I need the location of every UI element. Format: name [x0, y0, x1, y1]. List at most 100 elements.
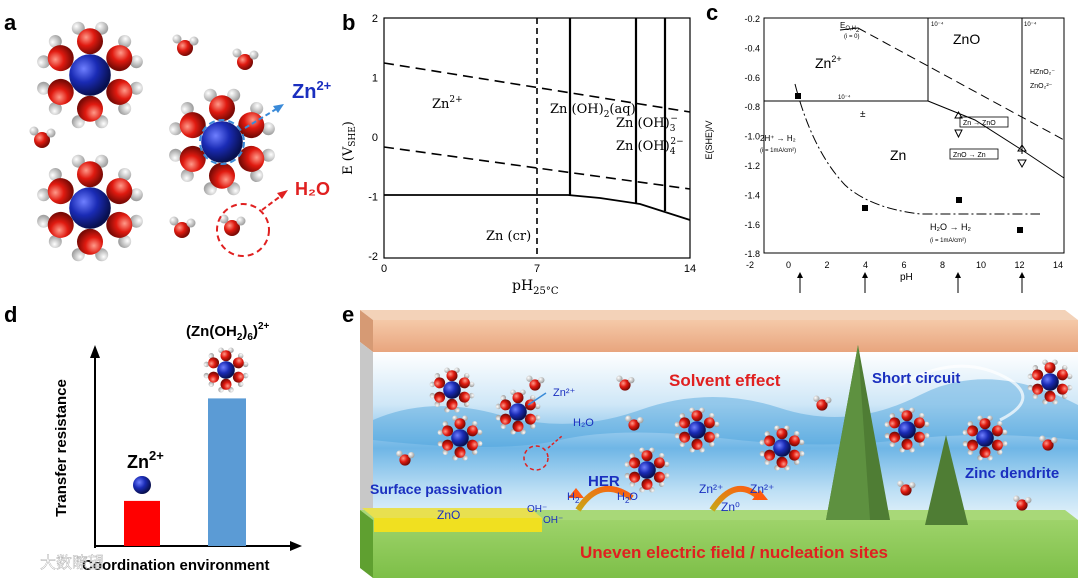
region-label: Zn2+	[815, 54, 842, 71]
annotation: H₂O → H₂	[930, 222, 971, 232]
region-label: Zn	[890, 147, 906, 163]
data-marker	[954, 129, 963, 139]
pourbaix-plot-frame	[763, 17, 1065, 254]
oh-label: OH⁻	[543, 515, 563, 526]
watermark-text: 大数瞭望	[40, 554, 104, 572]
data-marker	[795, 93, 801, 99]
tick-label: 2	[824, 260, 829, 270]
oxygen-line	[857, 27, 1065, 141]
tick-label: -0.2	[744, 14, 760, 24]
deposition-arrow	[709, 486, 763, 512]
panel-c: c -0.2-0.4-0.6-0.8-1.0-1.2-1.4-1.6-1.8 -…	[704, 0, 1065, 293]
zinc-dendrite-tall-face	[826, 345, 870, 520]
tick-label: 0	[372, 132, 378, 144]
zn-pointer-arrow	[244, 107, 279, 129]
tick-label: 14	[684, 263, 696, 275]
oh-label: OH⁻	[527, 504, 547, 515]
panel-label-b: b	[342, 10, 355, 35]
annotation: 10⁻⁴	[838, 94, 851, 101]
panel-label-c: c	[706, 0, 718, 25]
region-label: Zn (OH)42−	[616, 137, 684, 157]
water-swirl	[899, 364, 1025, 422]
data-marker	[954, 111, 963, 119]
uneven-field-label: Uneven electric field / nucleation sites	[580, 543, 888, 562]
her-label: HER	[588, 473, 620, 490]
zn-ion-label: Zn2+	[292, 78, 332, 103]
data-marker	[1017, 227, 1023, 233]
tick-label: 10	[976, 260, 986, 270]
data-marker	[862, 205, 868, 211]
panel-b: b 210-1-2 0 7 14 E (VSHE) pH25°C Zn2+ Zn (…	[341, 10, 696, 297]
panel-label-d: d	[4, 302, 17, 327]
x-axis-label: pH	[900, 272, 913, 283]
panel-a: a Zn2+ H₂O	[4, 10, 332, 264]
panel-label-e: e	[342, 302, 354, 327]
tick-label: -0.8	[744, 102, 760, 112]
tick-label: -1.8	[744, 249, 760, 259]
zno-label: ZnO	[437, 508, 460, 522]
tick-label: 8	[940, 260, 945, 270]
annotation: 10⁻⁴	[931, 21, 944, 28]
tick-label: -2	[368, 251, 378, 263]
region-label: ZnO	[953, 31, 980, 47]
region-label: Zn (OH)2(aq)	[550, 102, 636, 120]
zn-boundary-line	[384, 194, 691, 221]
panel-label-a: a	[4, 10, 17, 35]
panel-d: d Transfer resistance Coordination envir…	[4, 302, 302, 574]
zinc-anode-side	[360, 510, 373, 578]
separator-side	[360, 310, 373, 352]
annotation: (i = 1mA/cm²)	[930, 238, 966, 244]
annotation: (i = 0)	[844, 34, 860, 40]
y-axis-label: E(SHE)/V	[704, 120, 714, 159]
solvent-effect-label: Solvent effect	[669, 371, 781, 390]
tick-label: -2	[746, 260, 754, 270]
leader-line	[839, 27, 859, 31]
region-label: Zn2+	[432, 95, 463, 112]
watermark: 大数瞭望	[8, 553, 104, 572]
hydrogen-evolution-curve	[794, 83, 1040, 215]
arrowhead-icon	[273, 104, 284, 113]
zno-layer-top	[362, 508, 542, 518]
tick-label: 6	[901, 260, 906, 270]
h2o-label: H₂O	[295, 179, 330, 199]
bar1-label: Zn2+	[127, 448, 164, 472]
hydrated-zn-cluster	[201, 346, 251, 394]
h2o-product-label: H2O	[617, 491, 638, 505]
annotation: ZnO → Zn	[953, 152, 986, 159]
data-marker	[1017, 159, 1027, 169]
bar2-label: (Zn(OH2)6)2+	[186, 321, 270, 343]
x-tick-labels: 0 7 14	[381, 263, 696, 275]
data-marker: ±	[860, 109, 866, 120]
annotation: 2H⁺ → H₂	[760, 134, 796, 143]
water-molecule	[168, 215, 197, 240]
h2o-pointer-arrow	[547, 435, 563, 449]
h2o-highlight-ring	[216, 203, 270, 257]
zn0-label: Zn⁰	[721, 500, 740, 514]
zn-float-label: Zn²⁺	[553, 387, 576, 399]
tick-label: -1.6	[744, 220, 760, 230]
arrowhead-icon	[752, 490, 768, 500]
short-circuit-label: Short circuit	[872, 370, 960, 387]
data-marker	[956, 197, 962, 203]
tick-label: 7	[534, 263, 540, 275]
arrowhead-icon	[568, 488, 584, 498]
her-arrow	[575, 486, 634, 512]
separator-slab	[373, 320, 1078, 352]
y-axis-label: E (VSHE)	[341, 121, 358, 175]
tick-label: 0	[381, 263, 387, 275]
tick-label: 12	[1014, 260, 1024, 270]
h2o-pointer-arrow	[261, 194, 283, 211]
region-label: Zn (cr)	[486, 229, 531, 244]
arrowhead-icon	[290, 541, 302, 551]
tick-label: 2	[372, 13, 378, 25]
hydrogen-line	[383, 146, 691, 190]
zn-highlight-ring	[199, 119, 245, 165]
oxygen-line	[383, 62, 691, 113]
water-molecule	[28, 125, 57, 150]
x-axis-label: pH25°C	[512, 278, 559, 297]
cell-side	[360, 342, 373, 537]
y-tick-labels: 210-1-2	[368, 13, 378, 263]
hydrated-zn-cluster	[32, 19, 148, 131]
